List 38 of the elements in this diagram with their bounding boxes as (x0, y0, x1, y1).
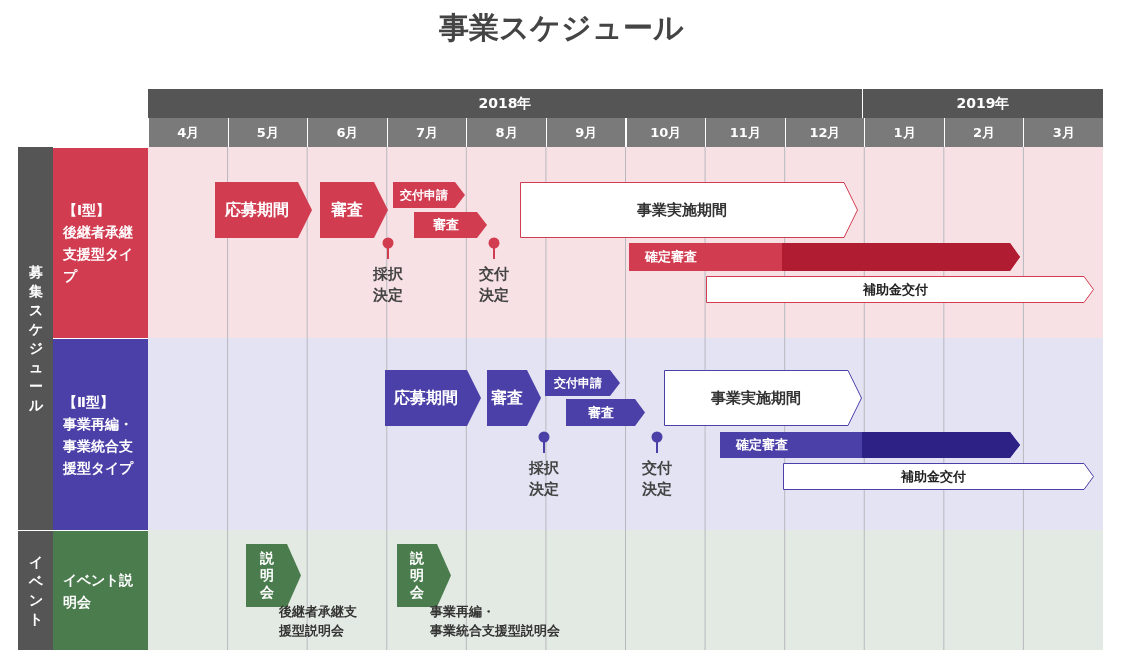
title: 事業スケジュール (438, 9, 685, 47)
month-cell: 2月 (943, 118, 1024, 147)
milestone-label: 採択決定 (528, 458, 560, 500)
phase-banner: 確定審査 (720, 432, 1020, 458)
month-cell: 11月 (705, 118, 785, 147)
month-cell: 1月 (864, 118, 944, 147)
row-header: 【Ⅱ型】事業再編・事業統合支援型タイプ (53, 338, 148, 530)
phase-banner: 交付申請 (545, 370, 620, 396)
milestone-label: 交付決定 (478, 264, 510, 306)
year-header: 2018年 (148, 89, 862, 118)
category-band: 募集スケジュール (18, 147, 53, 530)
phase-banner: 補助金交付 (706, 276, 1094, 303)
row-header: 【Ⅰ型】後継者承継支援型タイプ (53, 147, 148, 338)
phase-banner: 事業実施期間 (520, 182, 858, 238)
milestone-label: 採択決定 (372, 264, 404, 306)
month-cell: 4月 (148, 118, 228, 147)
month-cell: 6月 (307, 118, 387, 147)
phase-banner: 審査 (414, 212, 487, 238)
month-cell: 3月 (1023, 118, 1103, 147)
month-cell: 9月 (545, 118, 626, 147)
month-cell: 5月 (227, 118, 308, 147)
milestone-label: 交付決定 (641, 458, 673, 500)
month-cell: 7月 (386, 118, 467, 147)
phase-banner: 審査 (487, 370, 541, 426)
category-band: イベント (18, 530, 53, 650)
row-header: イベント説明会 (53, 530, 148, 650)
month-cell: 10月 (625, 118, 706, 147)
phase-banner: 補助金交付 (783, 463, 1094, 490)
month-cell: 8月 (466, 118, 546, 147)
phase-banner: 事業実施期間 (664, 370, 862, 426)
phase-banner: 応募期間 (215, 182, 312, 238)
phase-banner: 審査 (320, 182, 388, 238)
month-cell: 12月 (784, 118, 865, 147)
phase-banner: 確定審査 (629, 243, 1020, 271)
year-header: 2019年 (862, 89, 1103, 118)
phase-banner: 審査 (566, 399, 645, 426)
phase-banner: 応募期間 (385, 370, 481, 426)
phase-banner: 交付申請 (393, 182, 465, 208)
